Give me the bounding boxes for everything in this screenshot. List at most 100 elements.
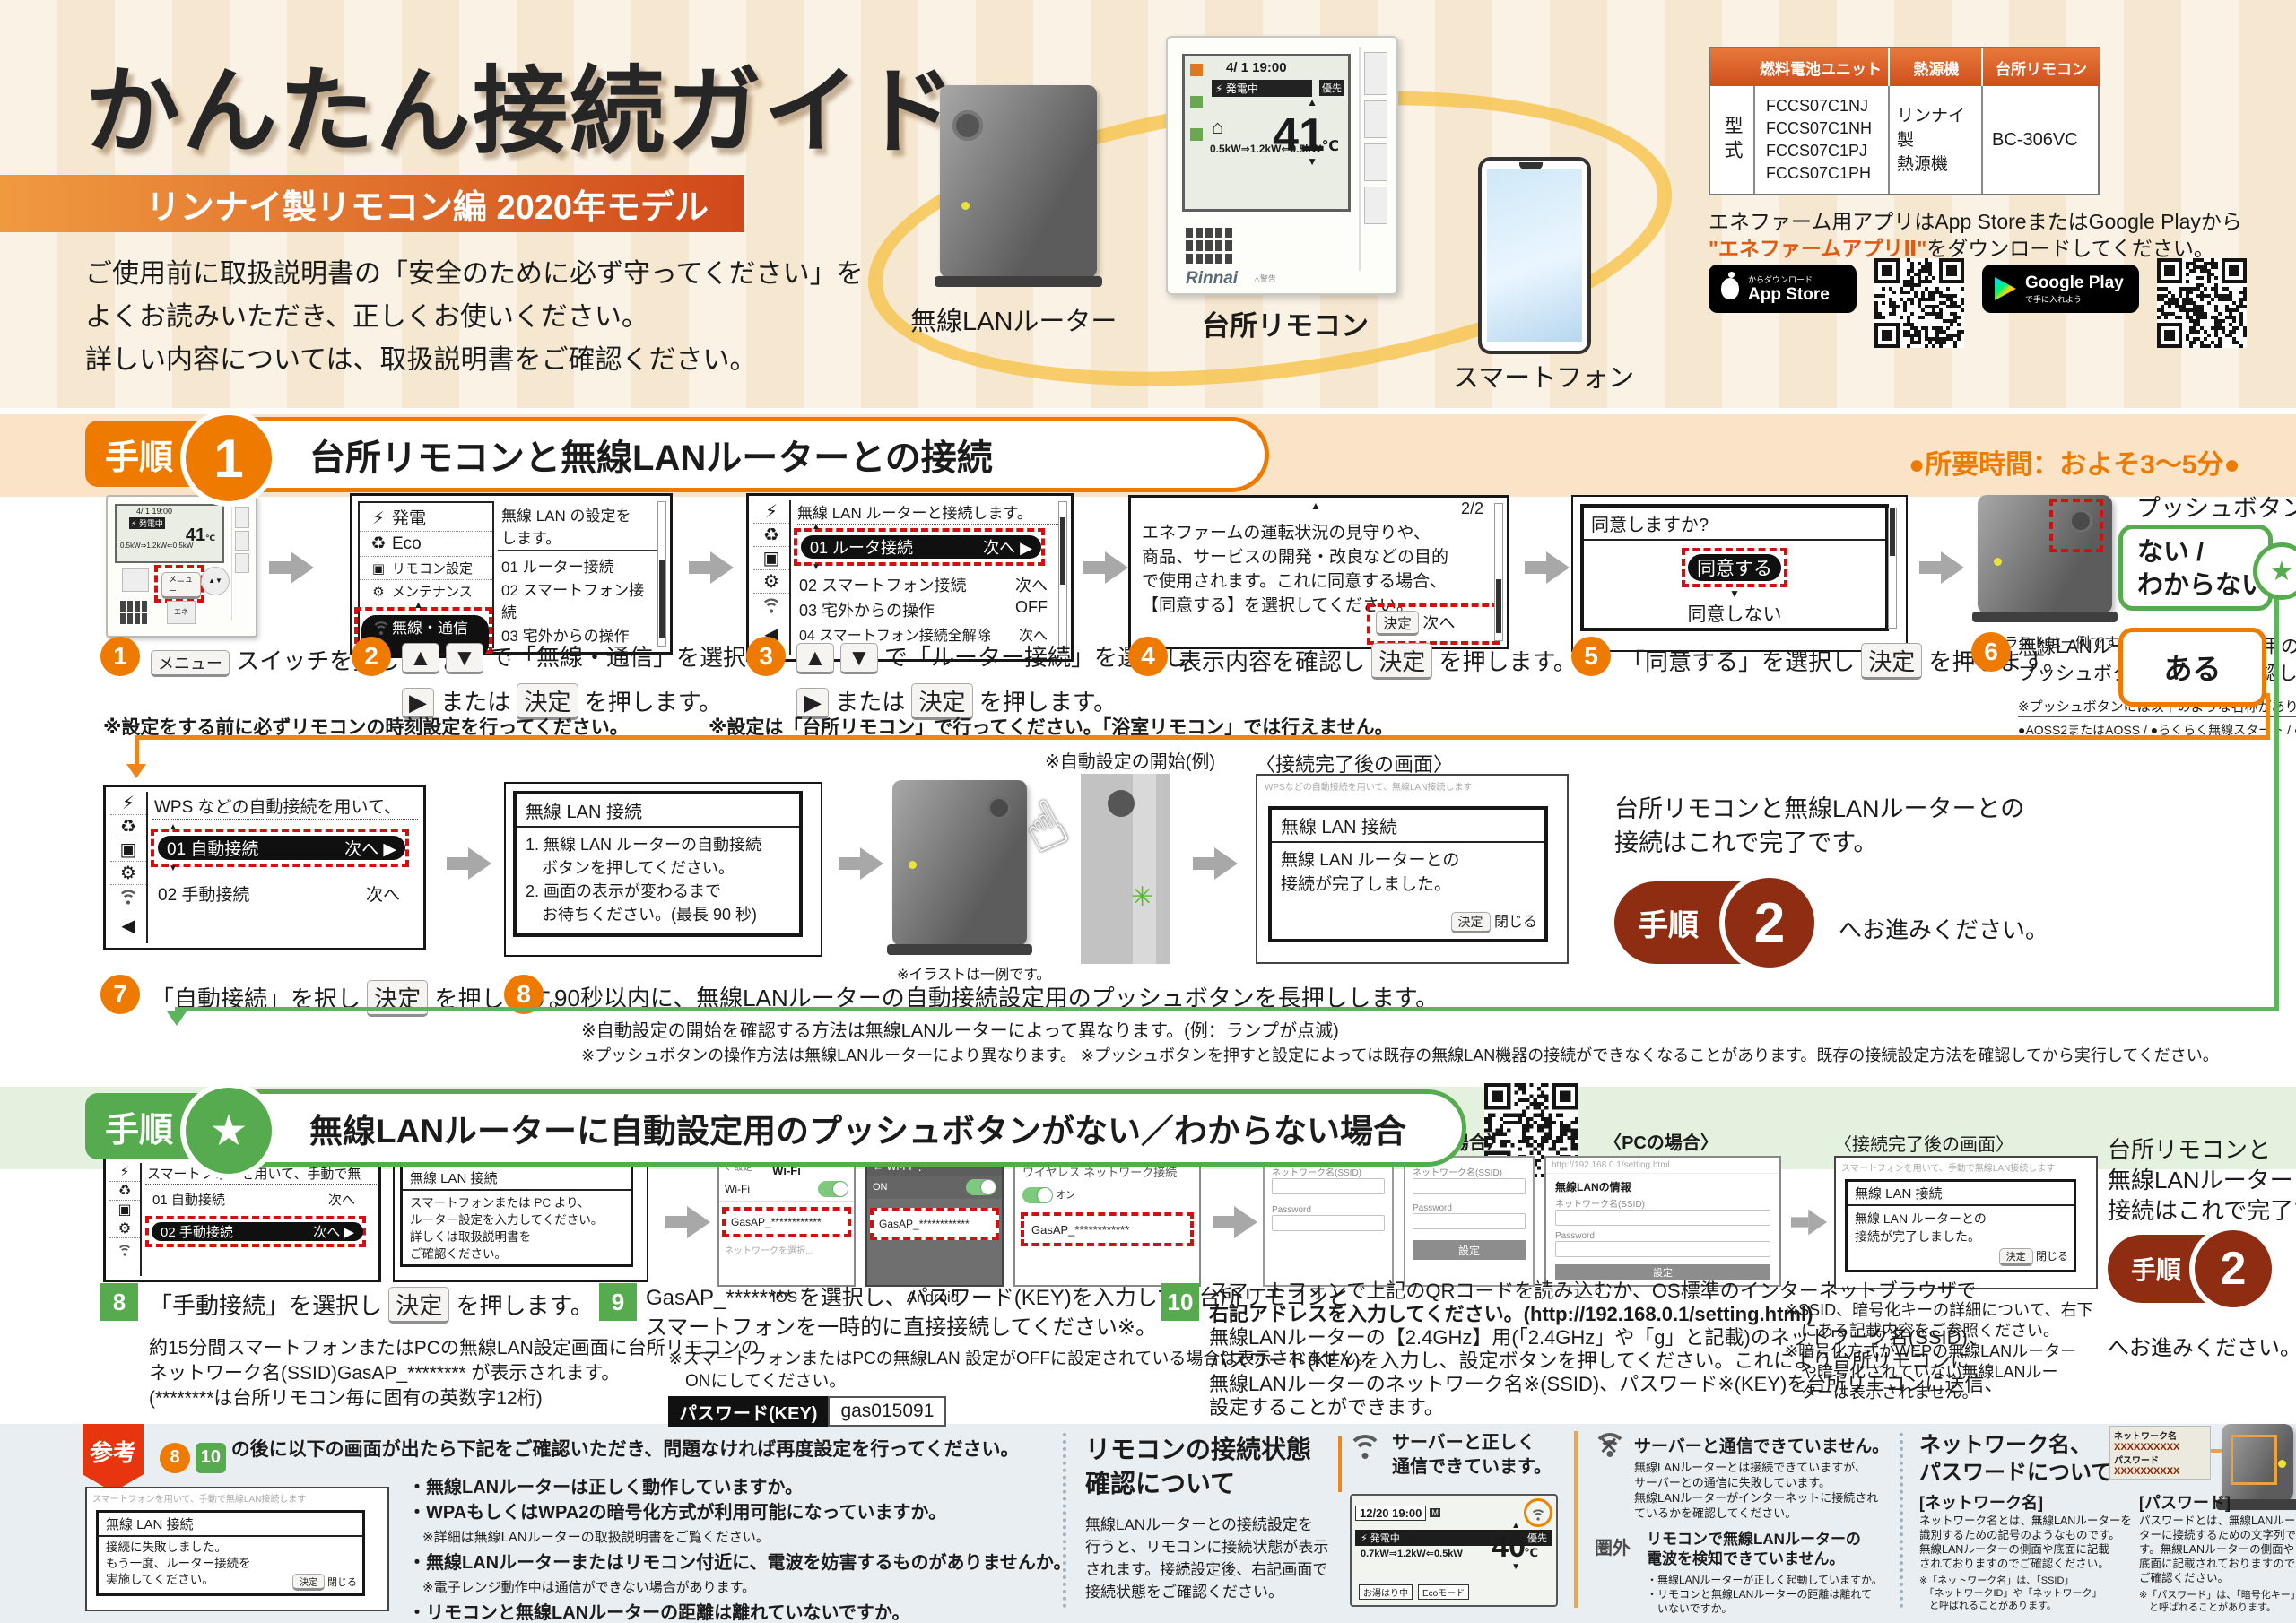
- wifi-toggle[interactable]: [966, 1179, 996, 1195]
- pushbutton-question: プッシュボタンが: [2136, 495, 2296, 522]
- ok-key[interactable]: 決定: [388, 1287, 450, 1324]
- out-of-range-title: リモコンで無線LANルーターの電波を検知できていません。: [1647, 1531, 1861, 1567]
- table-remote-model: BC-306VC: [1981, 86, 2098, 194]
- password-input[interactable]: [1555, 1241, 1770, 1257]
- menu-key[interactable]: メニュー: [151, 650, 230, 677]
- submit-button[interactable]: 設定: [1413, 1240, 1526, 1260]
- orange-connector: [2266, 693, 2270, 740]
- call-button[interactable]: [1364, 187, 1387, 224]
- maintenance-icon: ⚙: [753, 570, 789, 594]
- arrow-icon: [839, 847, 883, 880]
- choice-has[interactable]: ある: [2118, 628, 2266, 707]
- step1-title-pill: 台所リモコンと無線LANルーターとの接続: [220, 417, 1269, 492]
- password-key-row: パスワード(KEY) gas015091: [668, 1396, 947, 1427]
- caption-4: 表示内容を確認し 決定 を押します。: [1178, 643, 1577, 680]
- screen-manual-instruction: 無線 LAN 接続 スマートフォンまたは PC より、ルーター設定を入力してくだ…: [393, 1157, 648, 1282]
- auto-button[interactable]: [1364, 100, 1387, 138]
- wifi-toggle[interactable]: [818, 1181, 848, 1197]
- maintenance-icon: ⚙: [109, 1219, 140, 1238]
- ok-key[interactable]: 決定: [291, 1574, 325, 1591]
- password-input[interactable]: [1272, 1215, 1385, 1231]
- router-connect-item[interactable]: 01 ルータ接続次へ ▶: [801, 535, 1041, 559]
- oidaki-button[interactable]: [1364, 143, 1387, 181]
- battery-icon: ⚡: [110, 792, 146, 815]
- step-number: 5: [1571, 637, 1611, 676]
- ok-key[interactable]: 決定: [1450, 912, 1491, 933]
- router-sticker: ネットワーク名 XXXXXXXXXX パスワード XXXXXXXXXX: [2109, 1426, 2211, 1480]
- caption-2: ▲ ▼ で「無線・通信」を選択し、 ▶ または 決定 を押します。: [402, 639, 793, 720]
- power-button[interactable]: [1364, 52, 1387, 95]
- agree-option[interactable]: 同意する: [1688, 554, 1781, 581]
- auto-connect-item[interactable]: 01 自動接続次へ ▶: [158, 836, 405, 860]
- down-key[interactable]: ▼: [445, 643, 483, 674]
- gasap-network-item[interactable]: GasAP_************: [722, 1207, 851, 1237]
- manual-connect-highlight: 02 手動接続次へ ▶: [145, 1216, 366, 1247]
- step-number: 10: [1161, 1283, 1199, 1321]
- manual-connect-item[interactable]: 02 手動接続次へ ▶: [152, 1222, 363, 1241]
- step2-badge: 手順 2: [1614, 872, 1820, 973]
- server-ng-label: サーバーと通信できていません。: [1634, 1437, 1890, 1456]
- tsunagaru-button[interactable]: [122, 568, 149, 592]
- reference-heading: 8 10 の後に以下の画面が出たら下記をご確認いただき、問題なければ再度設定を行…: [160, 1435, 1020, 1473]
- ok-key[interactable]: 決定: [1998, 1248, 2033, 1266]
- remote-icon: ▣: [753, 547, 789, 570]
- menu-button[interactable]: メニュー: [161, 572, 201, 599]
- out-of-range-body: ・無線LANルーターが正しく起動していますか。・リモコンと無線LANルーターの距…: [1647, 1574, 1883, 1615]
- ok-key[interactable]: 決定: [1861, 643, 1923, 680]
- setup-note1: ※設定をする前に必ずリモコンの時刻設定を行ってください。: [103, 717, 629, 738]
- step-number: 9: [599, 1283, 637, 1321]
- choice-none[interactable]: ない /わからない: [2118, 525, 2273, 611]
- appstore-qr-code[interactable]: [1874, 258, 1964, 348]
- ok-key[interactable]: 決定: [1371, 643, 1433, 680]
- dpad[interactable]: ▲▼: [201, 567, 230, 595]
- down-key[interactable]: ▼: [839, 643, 878, 674]
- wifi-toggle[interactable]: [1022, 1187, 1053, 1204]
- ok-key[interactable]: 決定: [1376, 611, 1420, 636]
- gasap-network-item[interactable]: GasAP_************: [1021, 1212, 1194, 1247]
- ok-key[interactable]: 決定: [911, 683, 973, 720]
- ssid-input[interactable]: [1272, 1178, 1385, 1194]
- caption-m9: GasAP_******** を選択し、パスワード(KEY)を入力して、台所リモ…: [646, 1286, 1350, 1340]
- apple-icon: [1721, 278, 1739, 299]
- gasap-network-item[interactable]: GasAP_************: [870, 1208, 999, 1240]
- ssid-side-note: ※SSID、暗号化キーの詳細について、右下 にある記載内容をご参照ください。※暗…: [1785, 1301, 2093, 1402]
- remote-label: 台所リモコン: [1202, 310, 1369, 342]
- right-key[interactable]: ▶: [402, 688, 434, 719]
- remote-side-buttons: [1359, 47, 1391, 271]
- wifi-ok-icon: [1348, 1435, 1382, 1463]
- eco-lock-button[interactable]: エネ: [167, 601, 196, 624]
- kitchen-remote-illustration: 4/ 1 19:00 ⚡ 発電中 優先 ⌂ 0.5kW⇒1.2kW⇐0.5kW …: [1166, 36, 1398, 295]
- arrow-icon: [447, 847, 491, 880]
- push-button[interactable]: [987, 796, 1011, 820]
- step-number: 2: [352, 637, 391, 676]
- screen-auto-connect: ⚡ ♻ ▣ ⚙ ◀ WPS などの自動接続を用いて、 ▲ 01 自動接続次へ ▶…: [103, 785, 426, 950]
- battery-icon: ⚡: [109, 1163, 140, 1182]
- column-divider-orange: [1574, 1431, 1578, 1608]
- bottom-section: 参考 8 10 の後に以下の画面が出たら下記をご確認いただき、問題なければ再度設…: [0, 1424, 2296, 1623]
- submit-button[interactable]: 設定: [1555, 1264, 1770, 1280]
- disagree-option[interactable]: 同意しない: [1687, 604, 1782, 625]
- next-highlight: 決定 次へ: [1367, 603, 1500, 645]
- up-arrow-icon: ▲: [1307, 96, 1318, 108]
- arrow-icon: [1193, 847, 1238, 880]
- password-input[interactable]: [1413, 1213, 1526, 1229]
- power-button[interactable]: [235, 507, 249, 528]
- push-button-highlight: [2049, 499, 2103, 552]
- remote-lcd: 4/ 1 19:00 ⚡ 発電中 優先 ⌂ 0.5kW⇒1.2kW⇐0.5kW …: [1182, 54, 1351, 212]
- up-key[interactable]: ▲: [796, 643, 834, 674]
- maintenance-icon: ⚙: [372, 585, 385, 600]
- ssid-input[interactable]: [1413, 1178, 1526, 1194]
- table-header-heat: 熱源機: [1888, 48, 1983, 86]
- right-key[interactable]: ▶: [796, 688, 829, 719]
- status-title: リモコンの接続状態確認について: [1085, 1436, 1312, 1497]
- push-button[interactable]: [2069, 509, 2092, 533]
- up-key[interactable]: ▲: [402, 643, 439, 674]
- network-name-note: ※「ネットワーク名」は、「SSID」 「ネットワークID」や「ネットワーク」 と…: [1919, 1575, 2102, 1611]
- ssid-input[interactable]: [1555, 1210, 1770, 1226]
- arrow-icon: [665, 1206, 710, 1238]
- googleplay-qr-code[interactable]: [2157, 258, 2247, 348]
- ok-key[interactable]: 決定: [517, 683, 578, 720]
